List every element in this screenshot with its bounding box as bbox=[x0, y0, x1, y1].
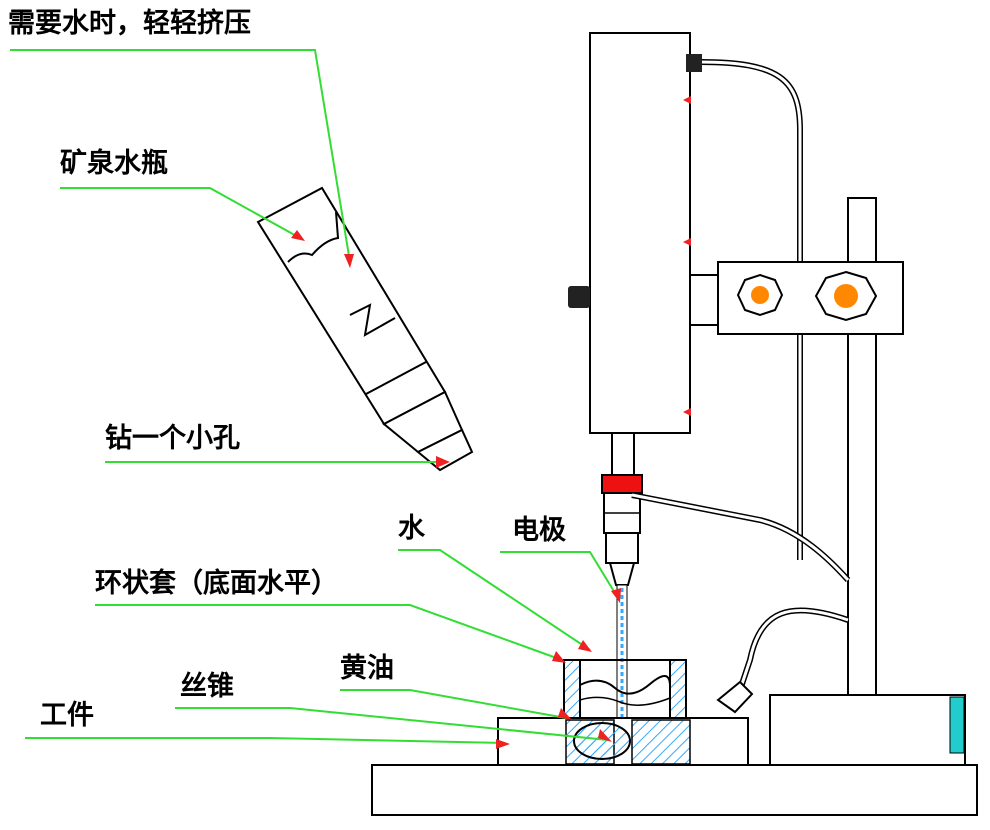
broken-tap bbox=[573, 722, 631, 760]
red-collar bbox=[601, 474, 643, 494]
label-tap: 丝锥 bbox=[180, 671, 234, 702]
workpiece-hatch-right bbox=[631, 719, 691, 765]
chuck-nose bbox=[605, 532, 639, 564]
label-grease: 黄油 bbox=[340, 653, 394, 684]
label-drill-hole: 钻一个小孔 bbox=[105, 423, 240, 454]
leader-lines bbox=[10, 49, 619, 744]
label-electrode: 电极 bbox=[512, 515, 566, 546]
label-ring: 环状套（底面水平） bbox=[95, 568, 338, 599]
base-plate bbox=[371, 764, 978, 816]
ring-sleeve-right bbox=[669, 659, 687, 719]
label-water: 水 bbox=[398, 513, 425, 544]
water-surface bbox=[579, 675, 671, 695]
label-bottle: 矿泉水瓶 bbox=[60, 148, 168, 179]
cable-plug bbox=[686, 54, 702, 72]
ground-clip bbox=[716, 680, 754, 714]
water-bottle bbox=[256, 186, 474, 472]
arrowheads bbox=[291, 230, 621, 749]
column-foot bbox=[769, 694, 966, 766]
spindle-housing bbox=[589, 32, 691, 434]
chuck-tip bbox=[608, 562, 636, 586]
side-knob bbox=[568, 286, 590, 308]
label-workpiece: 工件 bbox=[40, 700, 94, 731]
spindle-shaft bbox=[611, 432, 635, 476]
ring-sleeve-left bbox=[563, 659, 581, 719]
foot-edge-cyan bbox=[949, 696, 965, 754]
label-squeeze: 需要水时，轻轻挤压 bbox=[8, 8, 251, 39]
clamp-connector bbox=[689, 274, 721, 326]
